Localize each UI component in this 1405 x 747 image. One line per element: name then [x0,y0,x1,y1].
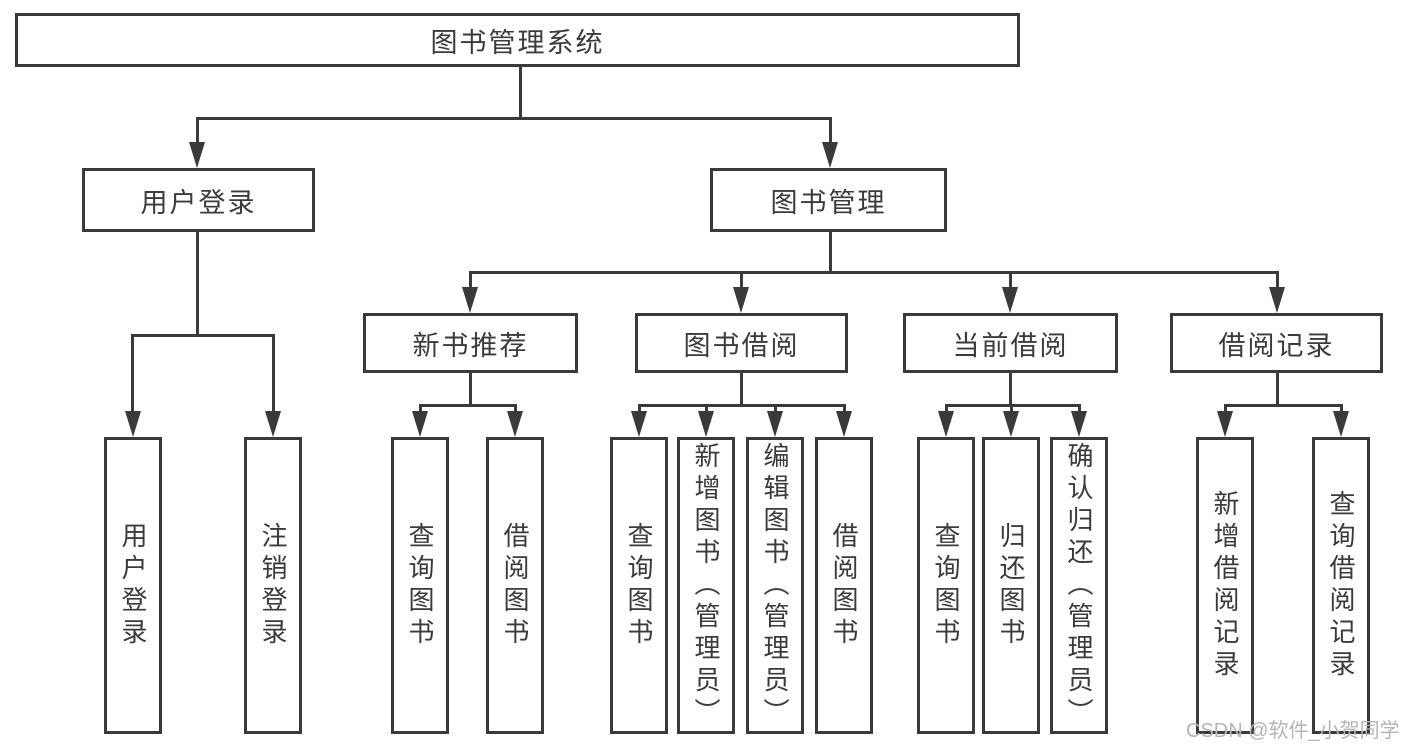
arrowhead [1003,411,1019,437]
connector-line [469,271,1279,274]
node-add-books-admin: 新增图书（管理员） [677,437,735,734]
arrowhead [1333,411,1349,437]
connector-line [1276,271,1279,291]
node-edit-books-admin: 编辑图书（管理员） [746,437,804,734]
node-query-books-borrow-label: 查询图书 [624,521,654,650]
connector-line [272,334,275,414]
connector-line [196,231,199,336]
connector-line [419,404,422,415]
node-confirm-return-admin-label: 确认归还（管理员） [1064,441,1094,730]
node-return-books: 归还图书 [982,437,1040,734]
connector-line [469,271,472,291]
arrowhead [767,411,783,437]
node-current-borrowing: 当前借阅 [903,313,1118,373]
connector-line [829,117,832,145]
connector-line [1276,371,1279,407]
node-query-books-recommend-label: 查询图书 [405,521,435,650]
node-query-books-current: 查询图书 [917,437,975,734]
node-user-login-leaf-label: 用户登录 [118,521,148,650]
node-borrow-books: 借阅图书 [815,437,873,734]
connector-line [131,334,134,414]
node-add-borrow-record: 新增借阅记录 [1196,437,1254,734]
node-borrowing-records: 借阅记录 [1170,313,1383,373]
connector-line [638,404,641,415]
node-query-books-borrow: 查询图书 [610,437,668,734]
node-query-books-recommend: 查询图书 [391,437,449,734]
node-add-books-admin-label: 新增图书（管理员） [691,441,721,730]
node-logout-label: 注销登录 [258,521,288,650]
connector-line [519,66,522,119]
node-borrow-books-label: 借阅图书 [829,521,859,650]
watermark-text: CSDN @软件_小贺同学 [1186,720,1400,742]
arrowhead [265,411,281,437]
node-return-books-label: 归还图书 [996,521,1026,650]
arrowhead [938,411,954,437]
node-confirm-return-admin: 确认归还（管理员） [1050,437,1108,734]
connector-line [419,404,517,407]
connector-line [469,371,472,407]
arrowhead [1269,287,1285,313]
node-query-borrow-record-label: 查询借阅记录 [1326,489,1356,682]
node-borrowing-records-label: 借阅记录 [1218,330,1335,361]
connector-line [1078,404,1081,415]
node-new-book-recommend: 新书推荐 [363,313,578,373]
connector-line [705,404,708,415]
arrowhead [822,142,838,168]
node-current-borrowing-label: 当前借阅 [952,330,1069,361]
arrowhead [462,287,478,313]
node-edit-books-admin-label: 编辑图书（管理员） [760,441,790,730]
connector-line [196,117,832,120]
connector-line [1224,404,1227,415]
connector-line [514,404,517,415]
arrowhead [189,142,205,168]
node-add-borrow-record-label: 新增借阅记录 [1210,489,1240,682]
node-book-management: 图书管理 [710,168,947,232]
node-query-books-current-label: 查询图书 [931,521,961,650]
arrowhead [631,411,647,437]
node-borrow-books-recommend: 借阅图书 [486,437,544,734]
node-user-login-branch: 用户登录 [82,168,315,232]
connector-line [740,271,743,291]
node-library-system-label: 图书管理系统 [430,27,605,58]
arrowhead [507,411,523,437]
node-user-login-branch-label: 用户登录 [140,187,257,218]
node-book-borrowing: 图书借阅 [635,313,848,373]
connector-line [843,404,846,415]
arrowhead [1217,411,1233,437]
node-book-management-label: 图书管理 [770,187,887,218]
connector-line [196,117,199,145]
connector-line [1009,371,1012,407]
node-user-login-leaf: 用户登录 [104,437,162,734]
node-book-borrowing-label: 图书借阅 [683,330,800,361]
arrowhead [698,411,714,437]
connector-line [829,231,832,273]
connector-line [132,334,275,337]
node-logout: 注销登录 [244,437,302,734]
arrowhead [412,411,428,437]
connector-line [945,404,948,415]
connector-line [1340,404,1343,415]
node-new-book-recommend-label: 新书推荐 [412,330,529,361]
connector-line [1224,404,1342,407]
arrowhead [836,411,852,437]
connector-line [1009,271,1012,291]
arrowhead [1002,287,1018,313]
arrowhead [1071,411,1087,437]
connector-line [638,404,845,407]
arrowhead [125,411,141,437]
node-query-borrow-record: 查询借阅记录 [1312,437,1370,734]
node-borrow-books-recommend-label: 借阅图书 [500,521,530,650]
connector-line [774,404,777,415]
connector-line [1010,404,1013,415]
connector-line [740,371,743,407]
arrowhead [733,287,749,313]
node-library-system: 图书管理系统 [15,13,1020,67]
